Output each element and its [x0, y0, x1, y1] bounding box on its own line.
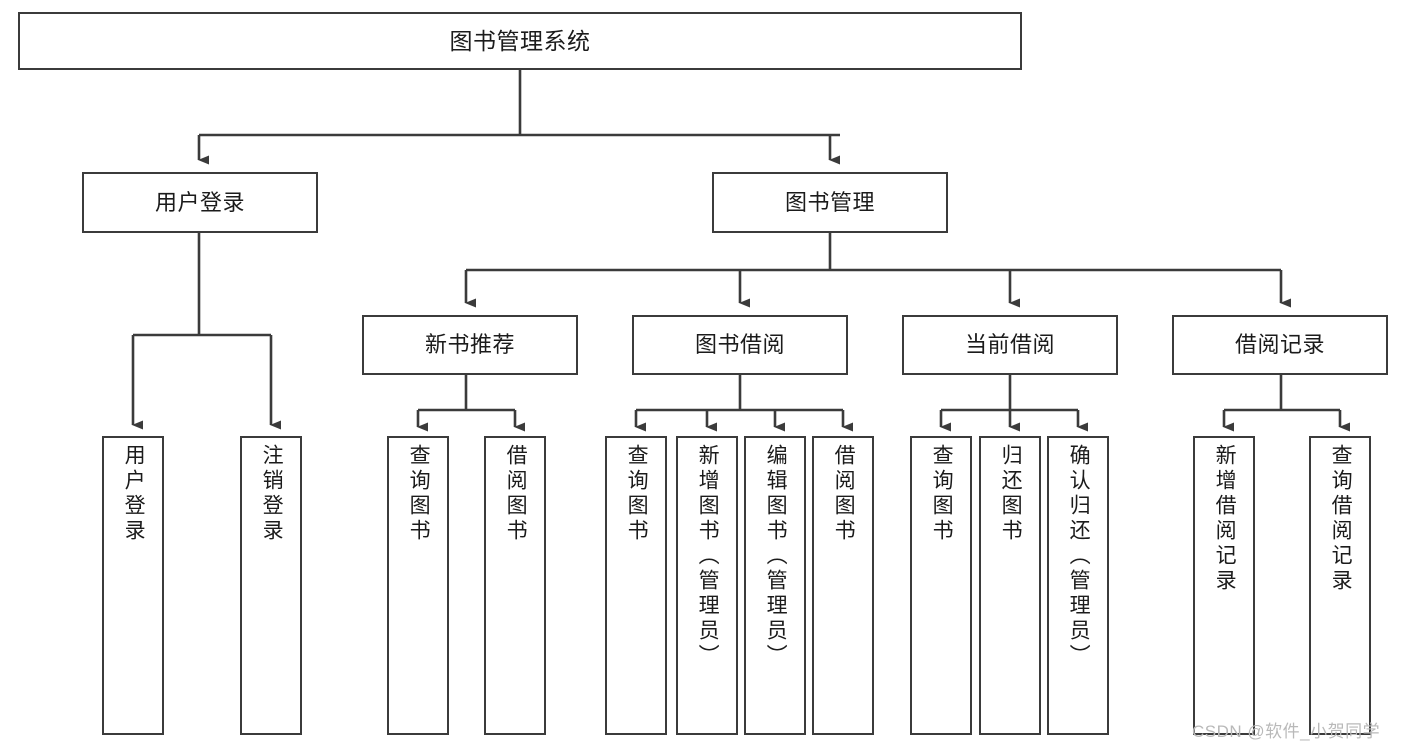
node-new-book-recommend[interactable]: 新书推荐 — [362, 315, 578, 375]
node-label: 新增借阅记录 — [1213, 444, 1237, 594]
node-label: 注销登录 — [260, 444, 284, 544]
node-label: 借阅图书 — [832, 444, 856, 544]
node-leaf-borrow-book-2[interactable]: 借阅图书 — [812, 436, 874, 735]
node-leaf-user-login[interactable]: 用户登录 — [102, 436, 164, 735]
node-leaf-add-record[interactable]: 新增借阅记录 — [1193, 436, 1255, 735]
watermark-text: CSDN @软件_小贺同学 — [1192, 722, 1381, 741]
node-label: 用户登录 — [154, 189, 245, 215]
node-leaf-return-book[interactable]: 归还图书 — [979, 436, 1041, 735]
node-leaf-add-book[interactable]: 新增图书（管理员） — [676, 436, 738, 735]
node-label: 当前借阅 — [964, 332, 1055, 358]
node-user-login[interactable]: 用户登录 — [82, 172, 318, 233]
node-label: 查询图书 — [625, 444, 649, 544]
node-label: 查询图书 — [407, 444, 431, 544]
node-label: 确认归还（管理员） — [1067, 444, 1091, 669]
node-borrow-record[interactable]: 借阅记录 — [1172, 315, 1388, 375]
node-label: 用户登录 — [122, 444, 146, 544]
node-label: 新书推荐 — [424, 332, 515, 358]
node-book-borrow[interactable]: 图书借阅 — [632, 315, 848, 375]
node-label: 归还图书 — [999, 444, 1023, 544]
node-label: 图书管理 — [784, 189, 875, 215]
node-book-management[interactable]: 图书管理 — [712, 172, 948, 233]
node-label: 编辑图书（管理员） — [764, 444, 788, 669]
node-label: 新增图书（管理员） — [696, 444, 720, 669]
node-leaf-query-book-1[interactable]: 查询图书 — [387, 436, 449, 735]
node-leaf-confirm-return[interactable]: 确认归还（管理员） — [1047, 436, 1109, 735]
node-label: 查询图书 — [930, 444, 954, 544]
node-label: 图书借阅 — [694, 332, 785, 358]
node-leaf-borrow-book-1[interactable]: 借阅图书 — [484, 436, 546, 735]
node-current-borrow[interactable]: 当前借阅 — [902, 315, 1118, 375]
node-label: 借阅图书 — [504, 444, 528, 544]
node-leaf-query-book-3[interactable]: 查询图书 — [910, 436, 972, 735]
node-leaf-edit-book[interactable]: 编辑图书（管理员） — [744, 436, 806, 735]
node-label: 图书管理系统 — [449, 27, 591, 54]
node-root-book-management-system[interactable]: 图书管理系统 — [18, 12, 1022, 70]
node-leaf-query-book-2[interactable]: 查询图书 — [605, 436, 667, 735]
node-leaf-query-record[interactable]: 查询借阅记录 — [1309, 436, 1371, 735]
node-label: 查询借阅记录 — [1329, 444, 1353, 594]
node-leaf-logout[interactable]: 注销登录 — [240, 436, 302, 735]
node-label: 借阅记录 — [1234, 332, 1325, 358]
